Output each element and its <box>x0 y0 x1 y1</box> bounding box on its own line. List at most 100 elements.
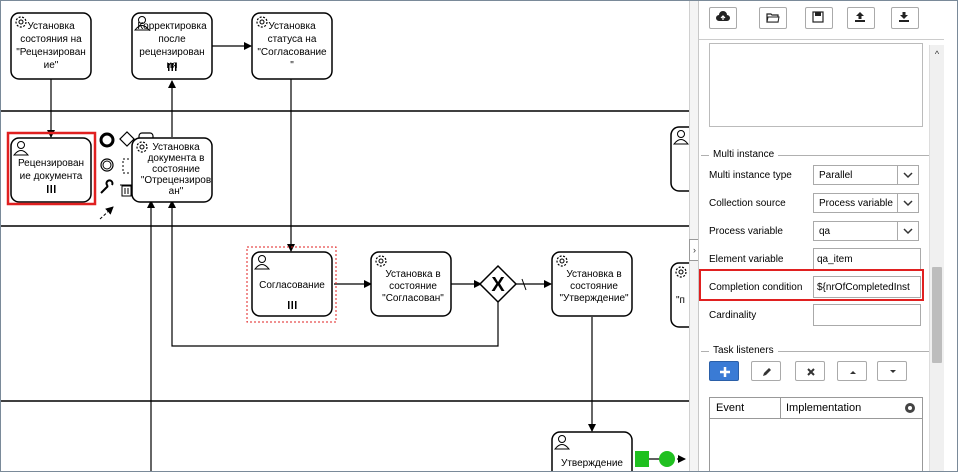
svg-text:Согласование: Согласование <box>259 280 325 291</box>
task-label: ан" <box>169 186 184 197</box>
open-folder-icon <box>766 13 780 23</box>
panel-scrollbar[interactable]: ^ <box>929 45 944 471</box>
task-listeners-table[interactable]: Event Implementation <box>709 397 923 471</box>
move-up-button[interactable] <box>837 361 867 381</box>
exclusive-gateway[interactable]: X <box>478 264 527 304</box>
select-value: Parallel <box>819 170 853 181</box>
task-label: "Согласование <box>257 47 327 58</box>
wrench-icon[interactable] <box>100 179 114 194</box>
cardinality-field[interactable] <box>814 305 920 325</box>
close-icon <box>807 368 815 376</box>
trash-icon[interactable] <box>120 184 133 197</box>
task-label: документа в <box>148 153 205 164</box>
column-header-event: Event <box>716 402 745 414</box>
scroll-up-arrow-icon[interactable]: ^ <box>934 49 940 59</box>
plus-icon <box>720 367 730 377</box>
task-label: ие документа <box>20 171 83 182</box>
open-button[interactable] <box>759 7 787 29</box>
scrollbar-thumb[interactable] <box>932 267 942 363</box>
user-icon <box>12 141 30 156</box>
toolbar-divider <box>699 39 944 40</box>
section-title: Multi instance <box>709 149 779 160</box>
selection-outline <box>246 246 337 323</box>
parallel-multi-instance-icon <box>47 185 56 193</box>
save-button[interactable] <box>805 7 833 29</box>
completion-condition-highlight <box>699 269 924 301</box>
completion-condition-field[interactable] <box>814 277 920 297</box>
task-correct-after-review[interactable]: Корректировкапослерецензирования <box>131 12 213 80</box>
panel-splitter[interactable] <box>689 1 699 471</box>
field-label: Element variable <box>709 254 784 265</box>
text-annotation-tool-icon[interactable] <box>122 158 129 174</box>
end-event-tool-icon[interactable] <box>99 132 115 148</box>
section-title: Task listeners <box>709 345 778 356</box>
task-document-review[interactable]: Рецензирован ие документа <box>6 131 97 206</box>
export-button[interactable] <box>847 7 875 29</box>
bpmn-canvas[interactable]: Установка состояния на "Рецензирован ие" Ко… <box>1 1 689 472</box>
export-icon <box>855 12 865 22</box>
column-header-implementation: Implementation <box>786 402 862 414</box>
download-icon <box>899 12 909 22</box>
task-label: Корректировка <box>137 21 207 32</box>
task-label: рецензирован <box>139 47 204 58</box>
task-partial-right[interactable] <box>670 126 689 192</box>
connect-tool-icon[interactable] <box>99 206 114 220</box>
svg-text:Утверждение: Утверждение <box>561 458 623 469</box>
multi-instance-type-select[interactable]: Parallel <box>813 165 919 185</box>
task-approval[interactable]: Согласование <box>246 246 337 323</box>
user-icon <box>672 130 689 145</box>
table-header: Event Implementation <box>710 398 922 419</box>
task-label: Согласование <box>259 280 325 291</box>
properties-panel: Multi instance Multi instance type Paral… <box>698 1 944 471</box>
task-label: Установка <box>268 21 316 32</box>
task-label: Установка в <box>385 269 440 280</box>
user-icon <box>133 16 151 31</box>
gear-icon <box>136 141 148 153</box>
download-button[interactable] <box>891 7 919 29</box>
parallel-multi-instance-icon <box>168 63 177 71</box>
gear-icon[interactable] <box>904 402 916 414</box>
collection-source-select[interactable]: Process variable <box>813 193 919 213</box>
process-variable-select[interactable]: qa <box>813 221 919 241</box>
selection-highlight <box>6 131 97 206</box>
completion-condition-input[interactable] <box>813 276 921 298</box>
element-variable-field[interactable] <box>814 249 920 269</box>
task-label: после <box>158 34 186 45</box>
upload-cloud-button[interactable] <box>709 7 737 29</box>
add-listener-button[interactable] <box>709 361 739 381</box>
task-label: "Утверждение" <box>559 293 629 304</box>
task-label: состояния на <box>20 34 82 45</box>
task-label: "Рецензирован <box>16 47 86 58</box>
move-down-button[interactable] <box>877 361 907 381</box>
task-confirmation[interactable]: Утверждение <box>551 431 633 472</box>
cardinality-input[interactable] <box>813 304 921 326</box>
task-partial-right[interactable]: "п <box>670 262 689 328</box>
end-event-marker[interactable] <box>635 451 686 467</box>
field-label: Multi instance type <box>709 170 792 181</box>
chevron-down-icon <box>897 194 918 212</box>
select-value: qa <box>819 226 831 237</box>
element-variable-input[interactable] <box>813 248 921 270</box>
remove-listener-button[interactable] <box>795 361 825 381</box>
task-label: "п <box>676 295 685 306</box>
task-label: "Отрецензиров <box>141 175 211 186</box>
task-label: Рецензирован <box>18 158 84 169</box>
documentation-textarea[interactable] <box>709 43 923 127</box>
chevron-down-icon <box>897 166 918 184</box>
edit-listener-button[interactable] <box>751 361 781 381</box>
gateway-tool-icon[interactable] <box>119 131 135 147</box>
gear-icon <box>675 266 687 278</box>
task-label: ие" <box>44 60 59 71</box>
user-icon <box>553 435 571 450</box>
